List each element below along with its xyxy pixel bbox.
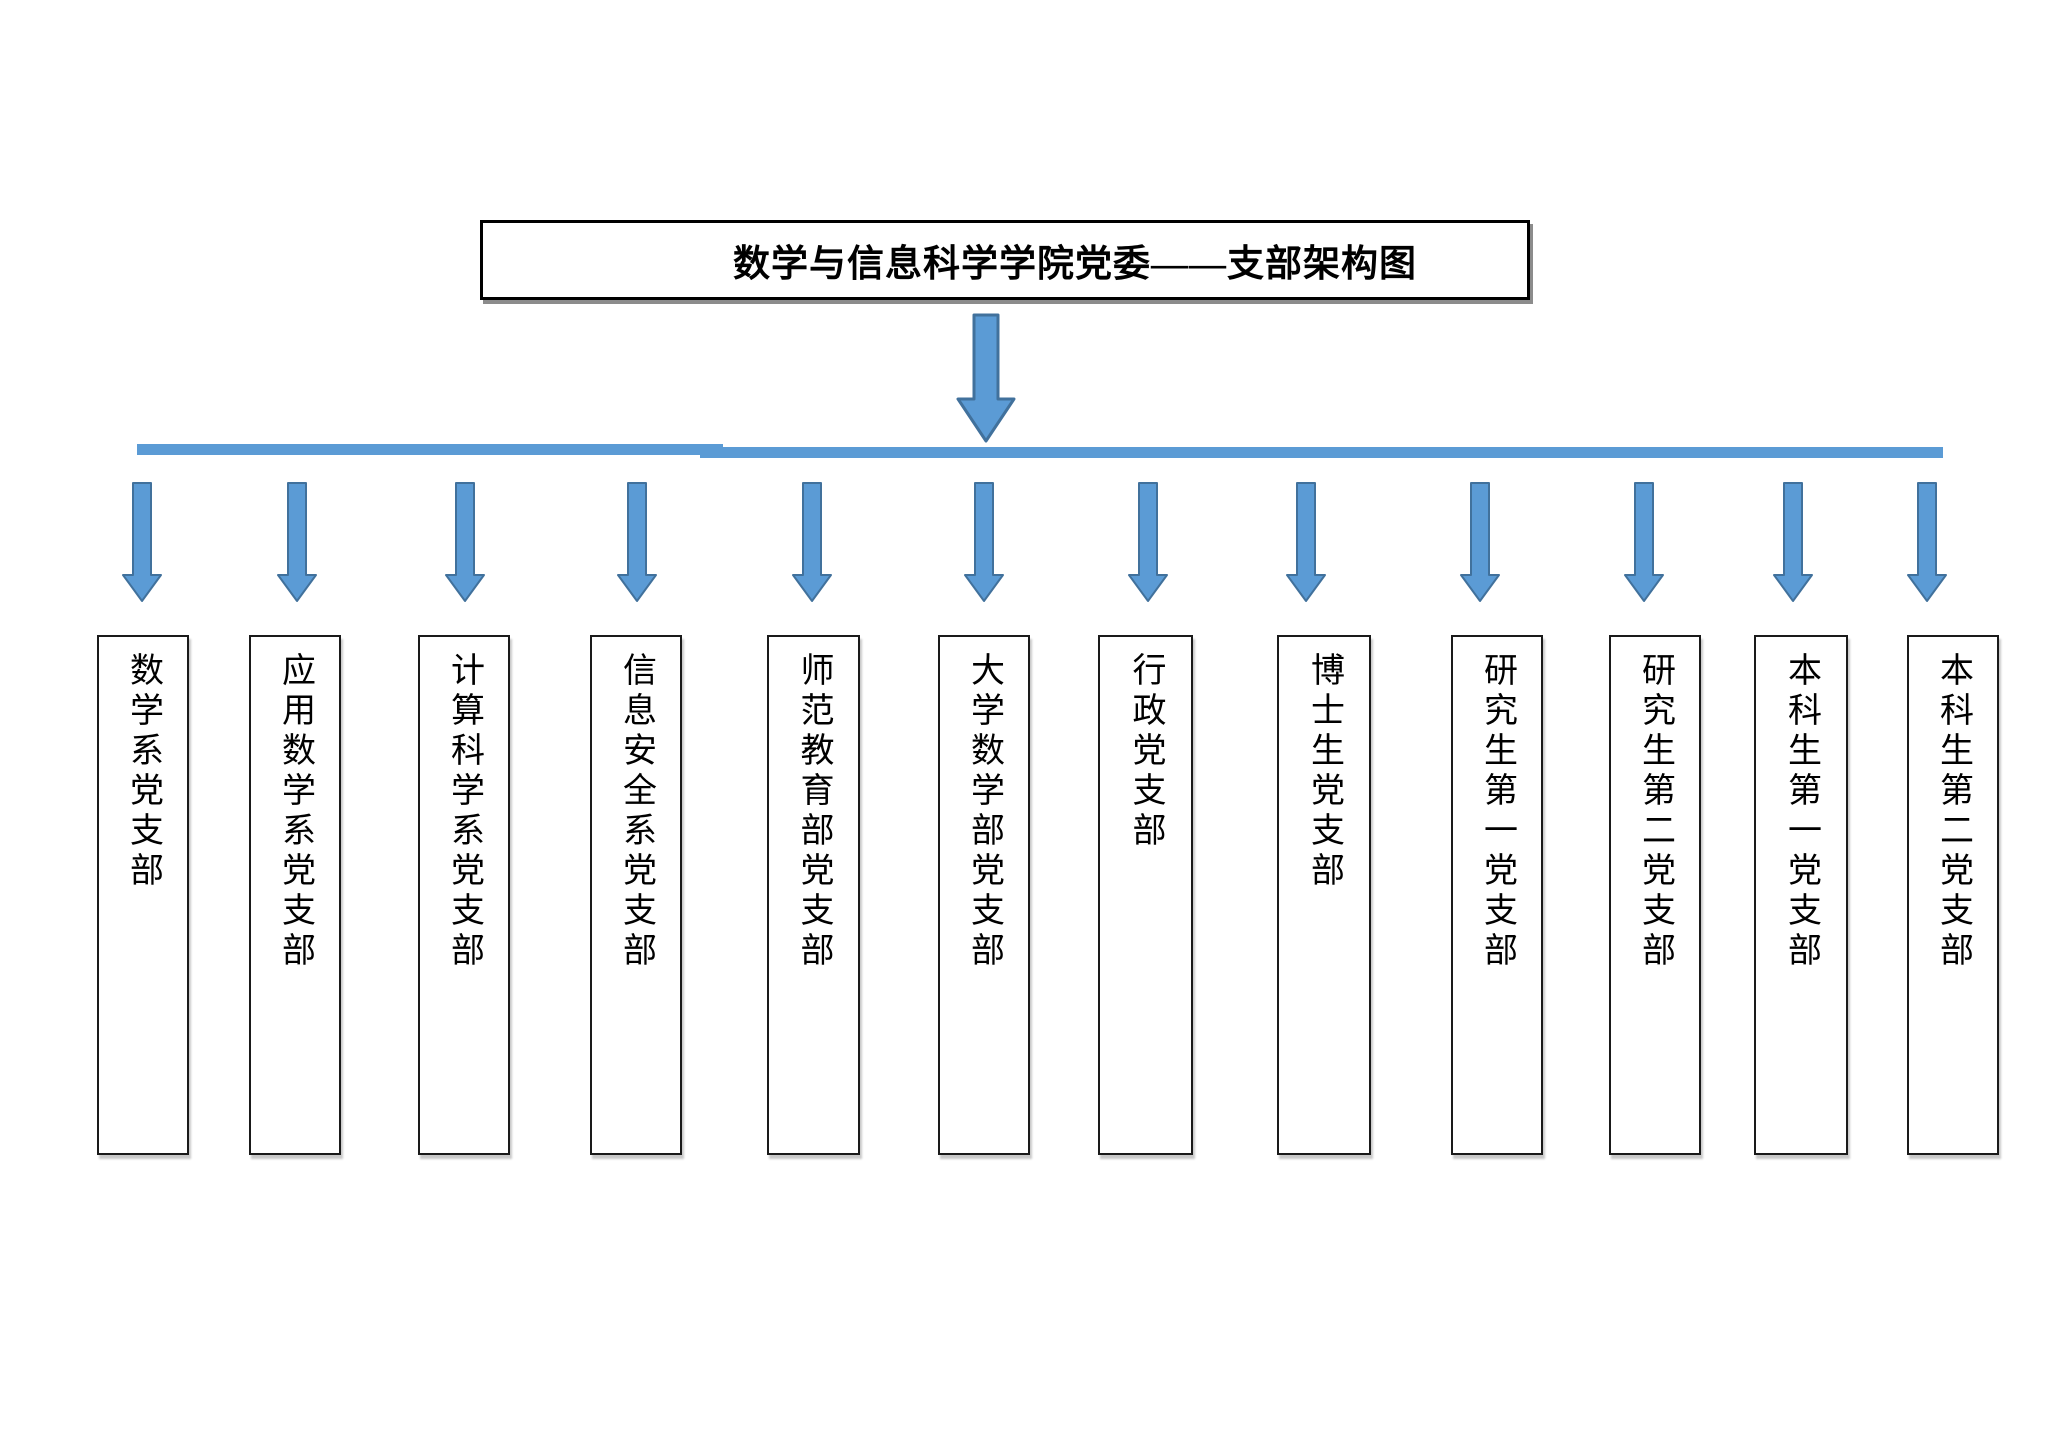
branch-box: 计算科学系党支部 — [418, 635, 510, 1155]
branch-label: 师范教育部党支部 — [795, 652, 832, 972]
connector-hline-right — [700, 447, 1943, 458]
down-arrow-icon — [1773, 482, 1813, 602]
connector-hline-left — [137, 444, 723, 455]
down-arrow-icon — [1286, 482, 1326, 602]
chart-title-box: 数学与信息科学学院党委——支部架构图 — [480, 220, 1530, 300]
branch-box: 本科生第一党支部 — [1754, 635, 1848, 1155]
branch-label: 大学数学部党支部 — [965, 652, 1003, 972]
branch-box: 数学系党支部 — [97, 635, 189, 1155]
branch-box: 博士生党支部 — [1277, 635, 1371, 1155]
chart-title: 数学与信息科学学院党委——支部架构图 — [733, 244, 1417, 285]
branch-label: 本科生第二党支部 — [1934, 652, 1972, 972]
branch-box: 研究生第一党支部 — [1451, 635, 1543, 1155]
branch-label: 本科生第一党支部 — [1782, 652, 1820, 972]
branch-label: 应用数学系党支部 — [276, 652, 314, 972]
branch-box: 师范教育部党支部 — [767, 635, 860, 1155]
branch-box: 本科生第二党支部 — [1907, 635, 1999, 1155]
branch-label: 信息安全系党支部 — [617, 652, 655, 972]
branch-label: 研究生第一党支部 — [1478, 652, 1516, 972]
branch-label: 博士生党支部 — [1305, 652, 1343, 892]
down-arrow-icon — [277, 482, 317, 602]
down-arrow-icon — [1128, 482, 1168, 602]
branch-label: 数学系党支部 — [124, 652, 162, 892]
branch-box: 研究生第二党支部 — [1609, 635, 1701, 1155]
branch-label: 行政党支部 — [1127, 652, 1164, 852]
branch-box: 大学数学部党支部 — [938, 635, 1030, 1155]
down-arrow-icon — [617, 482, 657, 602]
big-down-arrow-icon — [956, 313, 1016, 443]
down-arrow-icon — [122, 482, 162, 602]
down-arrow-icon — [445, 482, 485, 602]
down-arrow-icon — [964, 482, 1004, 602]
down-arrow-icon — [1624, 482, 1664, 602]
down-arrow-icon — [792, 482, 832, 602]
down-arrow-icon — [1907, 482, 1947, 602]
branch-label: 研究生第二党支部 — [1636, 652, 1674, 972]
branch-label: 计算科学系党支部 — [445, 652, 483, 972]
branch-box: 行政党支部 — [1098, 635, 1193, 1155]
branch-box: 信息安全系党支部 — [590, 635, 682, 1155]
down-arrow-icon — [1460, 482, 1500, 602]
branch-box: 应用数学系党支部 — [249, 635, 341, 1155]
